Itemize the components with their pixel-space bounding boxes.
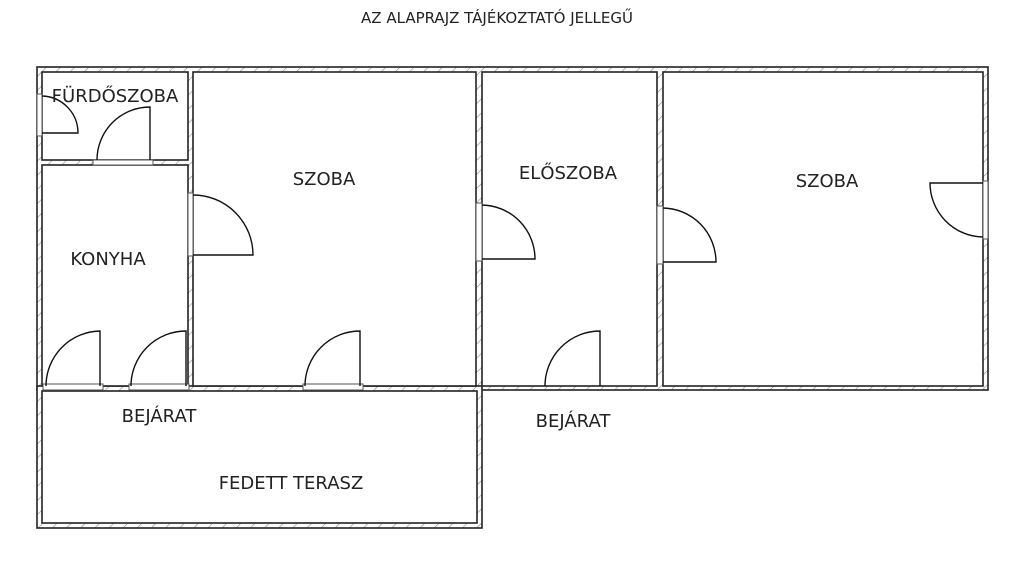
room-hall — [481, 71, 658, 387]
door-sill — [475, 202, 483, 262]
door-kitchen-1 — [45, 330, 101, 387]
door-szoba-2-left — [662, 207, 717, 263]
door-sill — [656, 205, 664, 265]
door-szoba-1-left — [192, 194, 254, 256]
room-kitchen — [41, 164, 189, 387]
label-entrance-left: BEJÁRAT — [122, 405, 198, 427]
door-szoba-2-right — [929, 182, 984, 238]
label-terrace: FEDETT TERASZ — [219, 473, 364, 494]
door-bathroom-left — [41, 95, 79, 134]
door-sill — [36, 93, 43, 137]
label-bathroom: FÜRDŐSZOBA — [52, 85, 179, 107]
door-sill — [982, 180, 989, 240]
room-bathroom — [41, 71, 189, 161]
door-sill — [92, 159, 154, 166]
label-hall: ELŐSZOBA — [519, 162, 618, 184]
room-szoba-2 — [662, 71, 984, 387]
label-szoba-2: SZOBA — [796, 171, 859, 192]
door-sill — [128, 383, 190, 391]
door-bathroom — [96, 106, 151, 161]
label-szoba-1: SZOBA — [293, 169, 356, 190]
door-sill — [187, 192, 194, 257]
door-kitchen-2 — [130, 330, 187, 387]
door-sill — [42, 383, 104, 391]
door-szoba-1-bottom — [304, 330, 361, 387]
label-kitchen: KONYHA — [70, 249, 146, 270]
plan-disclaimer-title: AZ ALAPRAJZ TÁJÉKOZTATÓ JELLEGŰ — [361, 7, 633, 27]
room-terrace — [41, 390, 478, 524]
door-hall-bottom — [544, 330, 601, 387]
room-szoba-1 — [192, 71, 477, 387]
door-sill — [302, 383, 364, 391]
label-entrance-right: BEJÁRAT — [536, 410, 612, 432]
door-hall-left — [481, 204, 536, 260]
